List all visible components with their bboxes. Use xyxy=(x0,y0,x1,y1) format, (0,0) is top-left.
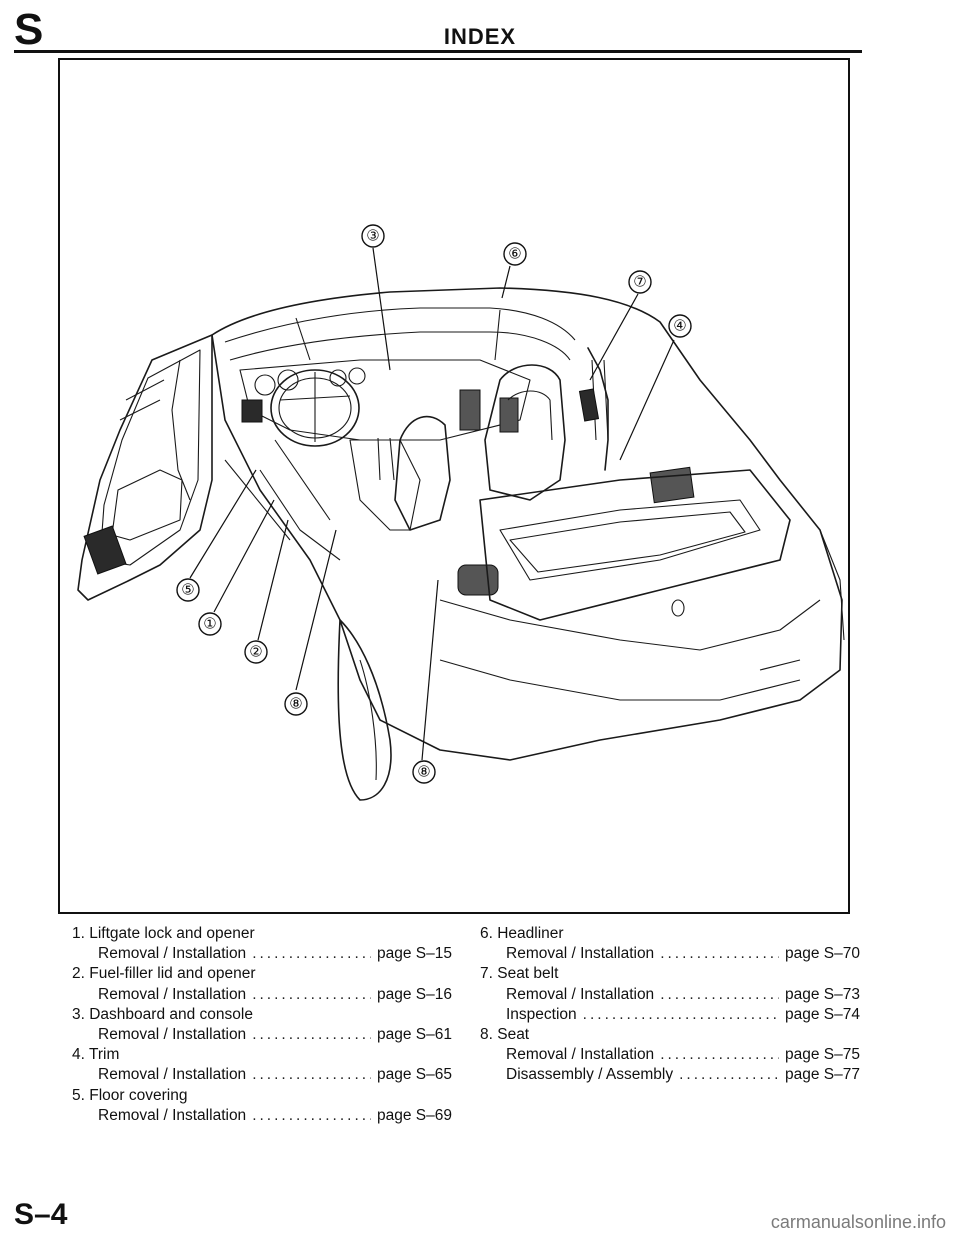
index-item-title: 4. Trim xyxy=(72,1046,120,1064)
dot-leader: ......................... xyxy=(679,1066,779,1084)
page-number: S–4 xyxy=(14,1198,68,1231)
index-column-left: 1. Liftgate lock and opener Removal / In… xyxy=(72,924,452,1126)
callout-2 xyxy=(244,640,268,664)
header-rule xyxy=(14,50,862,53)
index-item: 7. Seat belt Removal / Installation.....… xyxy=(480,964,860,1025)
dot-leader: ......................... xyxy=(252,945,371,963)
dot-leader: ....................................... xyxy=(582,1005,779,1023)
callout-8-right-label: ⑧ xyxy=(417,764,430,781)
vehicle-line-drawing: ③ ⑥ ⑦ ④ ⑤ ① ② ⑧ ⑧ xyxy=(77,224,845,801)
index-entry: Removal / Installation..................… xyxy=(480,1045,860,1065)
dot-leader: ......................... xyxy=(660,1046,779,1064)
callout-4-label: ④ xyxy=(673,318,686,335)
entry-page-ref: page S–15 xyxy=(377,945,452,963)
body-outline xyxy=(211,287,843,761)
callout-1-label: ① xyxy=(203,616,216,633)
passenger-seat xyxy=(484,364,566,501)
index-entry: Inspection..............................… xyxy=(480,1005,860,1025)
entry-label: Removal / Installation xyxy=(506,1046,655,1064)
index-entry: Removal / Installation..................… xyxy=(72,944,452,964)
callout-4 xyxy=(668,314,692,338)
index-item: 3. Dashboard and console Removal / Insta… xyxy=(72,1005,452,1045)
callout-5-label: ⑤ xyxy=(181,582,194,599)
entry-page-ref: page S–75 xyxy=(785,1046,860,1064)
index-item-title: 7. Seat belt xyxy=(480,965,559,983)
entry-label: Disassembly / Assembly xyxy=(506,1066,674,1084)
index-item-title: 2. Fuel-filler lid and opener xyxy=(72,965,256,983)
seat-belt xyxy=(587,347,609,471)
index-item: 6. Headliner Removal / Installation.....… xyxy=(480,924,860,964)
dot-leader: ......................... xyxy=(660,985,779,1003)
index-entry: Removal / Installation..................… xyxy=(480,985,860,1005)
index-item: 1. Liftgate lock and opener Removal / In… xyxy=(72,924,452,964)
index-entry: Removal / Installation..................… xyxy=(72,1106,452,1126)
entry-page-ref: page S–69 xyxy=(377,1106,452,1124)
callout-6 xyxy=(503,242,527,266)
index-entry: Removal / Installation..................… xyxy=(480,944,860,964)
dot-leader: ......................... xyxy=(252,1106,371,1124)
entry-page-ref: page S–65 xyxy=(377,1066,452,1084)
index-item: 5. Floor covering Removal / Installation… xyxy=(72,1086,452,1126)
rear-parcel-tray xyxy=(479,469,791,621)
index-item-title: 3. Dashboard and console xyxy=(72,1005,253,1023)
callout-2-label: ② xyxy=(249,644,262,661)
steering-wheel xyxy=(270,369,360,447)
dot-leader: ......................... xyxy=(252,1026,371,1044)
index-entry: Removal / Installation..................… xyxy=(72,985,452,1005)
entry-label: Removal / Installation xyxy=(98,1106,247,1124)
entry-label: Removal / Installation xyxy=(98,1026,247,1044)
callout-3-label: ③ xyxy=(366,228,379,245)
entry-page-ref: page S–73 xyxy=(785,985,860,1003)
callout-8-left-label: ⑧ xyxy=(289,696,302,713)
entry-label: Inspection xyxy=(506,1005,577,1023)
dot-leader: ......................... xyxy=(660,945,779,963)
entry-label: Removal / Installation xyxy=(98,945,247,963)
index-item: 4. Trim Removal / Installation..........… xyxy=(72,1045,452,1085)
index-item-title: 8. Seat xyxy=(480,1026,530,1044)
section-letter: S xyxy=(14,5,44,54)
callout-1 xyxy=(198,612,222,636)
rear-wheel xyxy=(337,619,392,801)
entry-label: Removal / Installation xyxy=(506,985,655,1003)
index-column-right: 6. Headliner Removal / Installation.....… xyxy=(480,924,860,1086)
index-item-title: 1. Liftgate lock and opener xyxy=(72,925,255,942)
index-entry: Removal / Installation..................… xyxy=(72,1025,452,1045)
watermark: carmanualsonline.info xyxy=(770,1212,946,1232)
entry-page-ref: page S–77 xyxy=(785,1066,860,1084)
callout-5 xyxy=(176,578,200,602)
callout-8-left xyxy=(284,692,308,716)
vehicle-interior-illustration: ③ ⑥ ⑦ ④ ⑤ ① ② ⑧ ⑧ xyxy=(58,58,850,914)
entry-page-ref: page S–16 xyxy=(377,985,452,1003)
index-item: 2. Fuel-filler lid and opener Removal / … xyxy=(72,964,452,1004)
door-outline xyxy=(77,334,213,601)
driver-seat xyxy=(394,415,451,531)
dot-leader: ......................... xyxy=(252,985,371,1003)
entry-label: Removal / Installation xyxy=(506,945,655,963)
callout-6-label: ⑥ xyxy=(508,246,521,263)
entry-page-ref: page S–61 xyxy=(377,1026,452,1044)
page-title: INDEX xyxy=(443,24,517,49)
callout-7-label: ⑦ xyxy=(633,274,646,291)
entry-label: Removal / Installation xyxy=(98,985,247,1003)
callout-3 xyxy=(361,224,385,248)
index-item-title: 6. Headliner xyxy=(480,925,564,942)
entry-label: Removal / Installation xyxy=(98,1066,247,1084)
entry-page-ref: page S–70 xyxy=(785,945,860,963)
index-item-title: 5. Floor covering xyxy=(72,1086,188,1104)
index-entry: Disassembly / Assembly..................… xyxy=(480,1065,860,1085)
index-entry: Removal / Installation..................… xyxy=(72,1065,452,1085)
callout-7 xyxy=(628,270,652,294)
entry-page-ref: page S–74 xyxy=(785,1005,860,1023)
dot-leader: ......................... xyxy=(252,1066,371,1084)
index-item: 8. Seat Removal / Installation..........… xyxy=(480,1025,860,1086)
callout-8-right xyxy=(412,760,436,784)
